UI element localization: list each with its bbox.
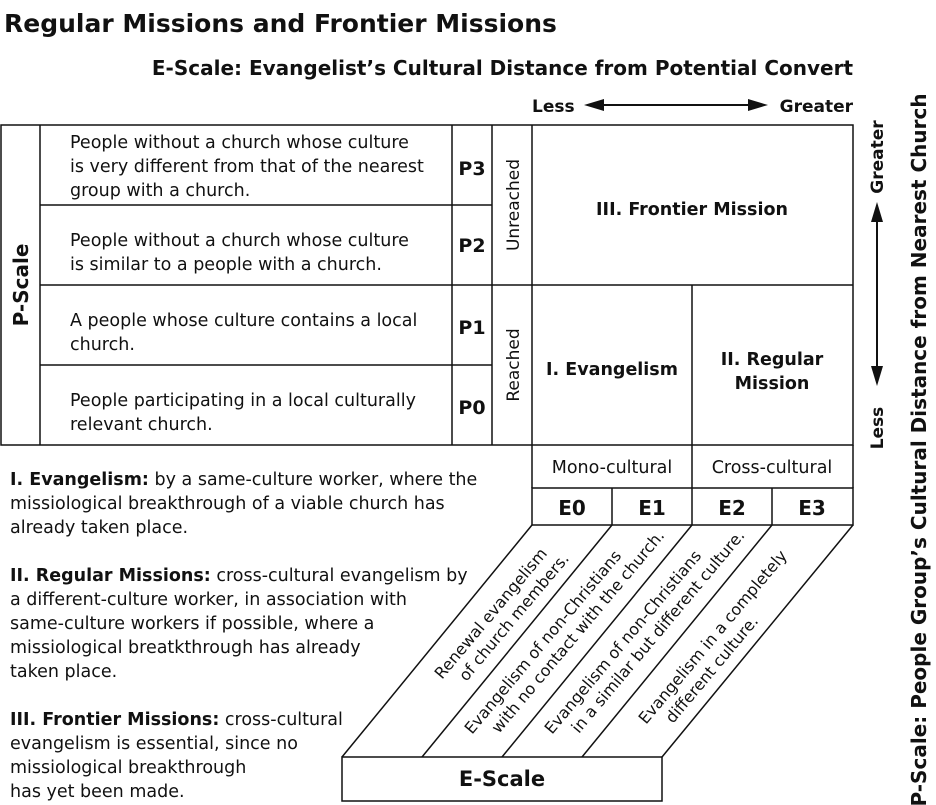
e-scale-label: E-Scale [459,767,545,791]
definition-frontier-missions-term: III. Frontier Missions: [10,710,220,730]
e-code-e1: E1 [638,496,666,520]
arrow-down-icon [871,366,883,386]
unreached-label: Unreached [504,159,524,251]
row-p2-line2: is similar to a people with a church. [70,255,382,275]
row-p3-line3: group with a church. [70,181,250,201]
row-p2-code: P2 [458,235,485,257]
row-p1-line2: church. [70,335,135,355]
diagram-title: Regular Missions and Frontier Missions [4,9,557,38]
definition-line: cross-cultural evangelism by [210,566,468,586]
e-scale-box [341,756,663,802]
e-axis-greater-label: Greater [780,97,854,117]
definition-line: taken place. [10,662,118,682]
row-p0-line2: relevant church. [70,415,213,435]
definition-line: missiological breatkthrough has already [10,638,361,658]
e-code-e0: E0 [558,496,586,520]
e3-description: Evangelism in a completely different cul… [635,546,791,727]
row-p1: A people whose culture contains a local … [70,311,486,355]
e-code-e3: E3 [798,496,826,520]
definition-line: missiological breakthrough [10,758,247,778]
reached-label: Reached [504,328,524,401]
p-scale-label: P-Scale [9,244,33,327]
row-p3: People without a church whose culture is… [70,133,486,201]
e-scale-slant-lines [341,524,854,758]
definition-line: already taken place. [10,518,189,538]
arrow-right-icon [748,99,768,111]
p-axis-less-label: Less [868,407,888,450]
mono-cultural-label: Mono-cultural [552,458,673,478]
p-axis-greater-label: Greater [868,120,888,194]
regular-mission-label-line1: II. Regular [721,350,824,370]
definition-line: has yet been made. [10,782,185,802]
frontier-mission-label: III. Frontier Mission [596,200,788,220]
definition-line: missiological breakthrough of a viable c… [10,494,445,514]
p-scale-vertical-title: P-Scale: People Group’s Cultural Distanc… [907,93,931,805]
row-p0: People participating in a local cultural… [70,391,486,435]
row-p3-line1: People without a church whose culture [70,133,409,153]
definition-evangelism-term: I. Evangelism: [10,470,149,490]
regular-mission-label-line2: Mission [735,374,810,394]
definition-regular-missions: II. Regular Missions: cross-cultural eva… [10,564,480,684]
e-code-e2: E2 [718,496,746,520]
row-p1-line1: A people whose culture contains a local [70,311,417,331]
definition-frontier-missions: III. Frontier Missions: cross-cultural e… [10,708,480,804]
row-p0-code: P0 [458,397,485,419]
row-p3-code: P3 [458,158,485,180]
e-axis-less-label: Less [532,97,575,117]
definition-evangelism: I. Evangelism: by a same-culture worker,… [10,468,480,540]
definition-line: by a same-culture worker, where the [148,470,478,490]
arrow-left-icon [584,99,604,111]
definition-line: same-culture workers if possible, where … [10,614,375,634]
definition-regular-missions-term: II. Regular Missions: [10,566,211,586]
cross-cultural-label: Cross-cultural [712,458,833,478]
row-p0-line1: People participating in a local cultural… [70,391,416,411]
evangelism-label: I. Evangelism [546,360,678,380]
row-p1-code: P1 [458,317,485,339]
row-p2-line1: People without a church whose culture [70,231,409,251]
row-p2: People without a church whose culture is… [70,231,486,275]
definition-line: cross-cultural [219,710,343,730]
definition-line: evangelism is essential, since no [10,734,298,754]
diagram-subtitle: E-Scale: Evangelist’s Cultural Distance … [152,56,854,80]
definition-line: a different-culture worker, in associati… [10,590,408,610]
arrow-up-icon [871,202,883,222]
row-p3-line2: is very different from that of the neare… [70,157,424,177]
